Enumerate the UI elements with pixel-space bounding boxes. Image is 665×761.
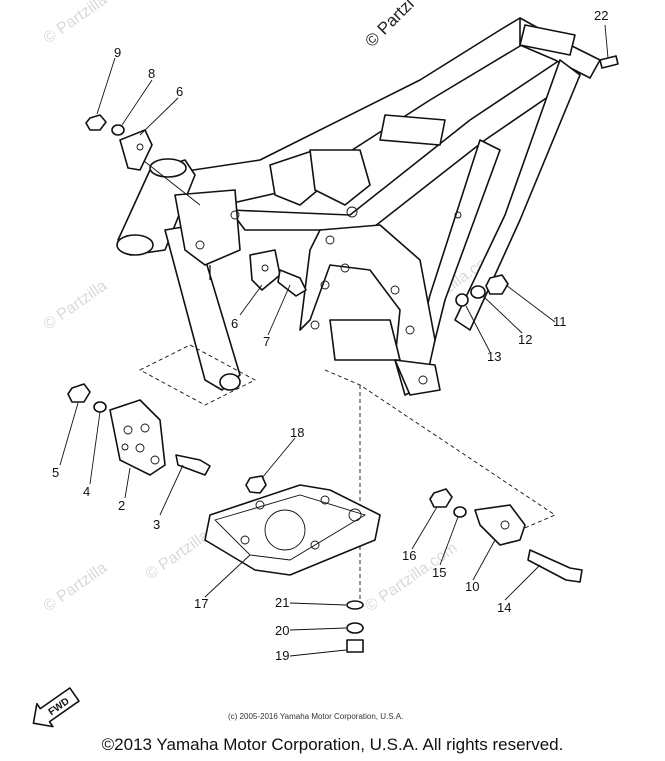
callout-14: 14 — [497, 600, 511, 615]
fine-print: (c) 2005-2016 Yamaha Motor Corporation, … — [228, 712, 403, 721]
callout-19: 19 — [275, 648, 289, 663]
callout-18: 18 — [290, 425, 304, 440]
callout-16: 16 — [402, 548, 416, 563]
copyright-notice: ©2013 Yamaha Motor Corporation, U.S.A. A… — [101, 735, 564, 754]
callout-7: 7 — [263, 334, 270, 349]
callout-21: 21 — [275, 595, 289, 610]
callout-2: 2 — [118, 498, 125, 513]
callout-15: 15 — [432, 565, 446, 580]
callout-8: 8 — [148, 66, 155, 81]
callout-9: 9 — [114, 45, 121, 60]
callout-22: 22 — [594, 8, 608, 23]
watermark-top-left: © Partzilla — [41, 0, 111, 47]
callout-5: 5 — [52, 465, 59, 480]
fwd-arrow-icon: FWD — [32, 687, 80, 728]
callout-10: 10 — [465, 579, 479, 594]
callout-13: 13 — [487, 349, 501, 364]
small-parts — [67, 55, 619, 653]
callouts: 22 9 8 6 6 7 11 12 13 18 5 4 2 3 17 21 2… — [52, 8, 608, 663]
watermark-top-right: © Partzi — [361, 0, 417, 51]
callout-11: 11 — [553, 314, 567, 329]
leader-lines — [59, 24, 609, 657]
callout-6-bottom: 6 — [231, 316, 238, 331]
callout-20: 20 — [275, 623, 289, 638]
callout-6-top: 6 — [176, 84, 183, 99]
callout-17: 17 — [194, 596, 208, 611]
motorcycle-frame — [116, 17, 601, 396]
callout-4: 4 — [83, 484, 90, 499]
callout-12: 12 — [518, 332, 532, 347]
watermark-mid-left: © Partzilla — [41, 277, 111, 333]
callout-3: 3 — [153, 517, 160, 532]
watermark-lower-left: © Partzilla — [41, 559, 111, 615]
